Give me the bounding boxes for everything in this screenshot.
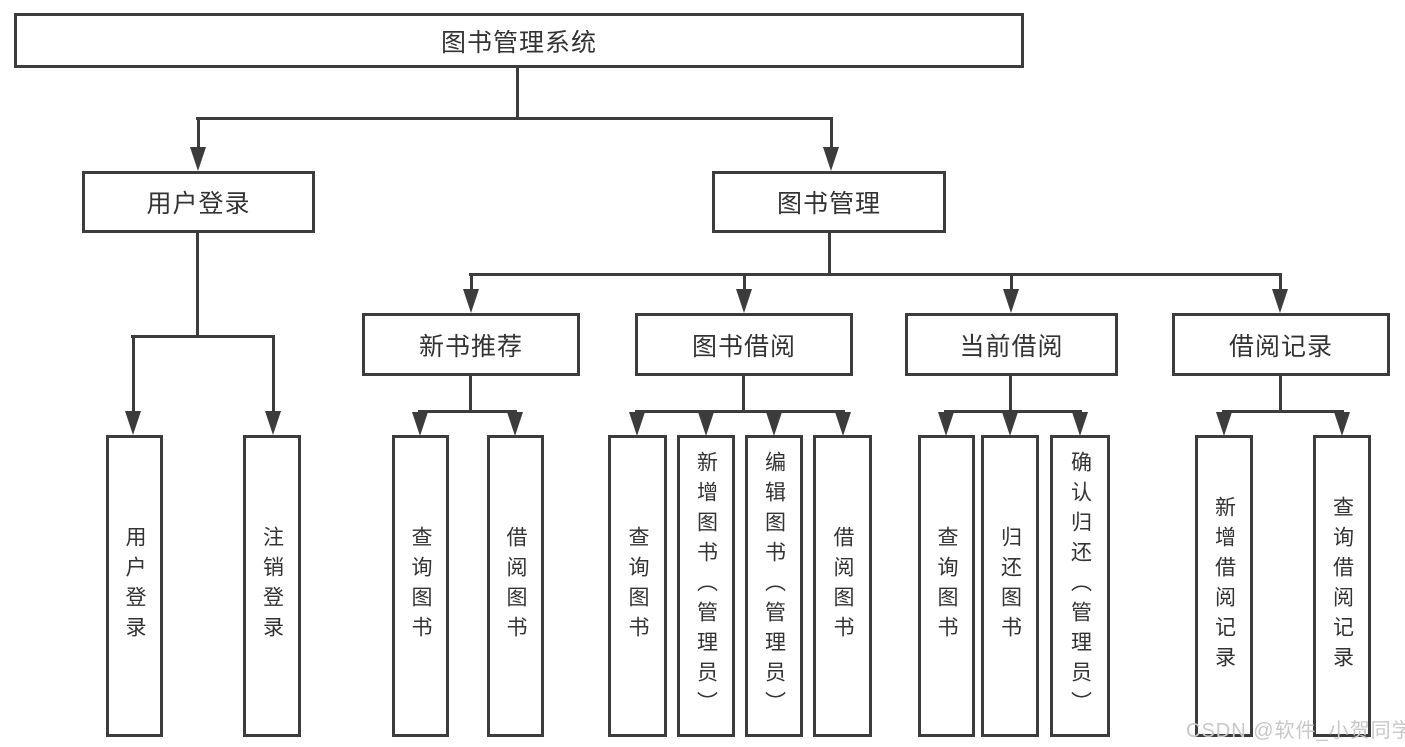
leaf-label: 查询图书	[935, 526, 958, 646]
node-book-management: 图书管理	[712, 171, 946, 233]
arrow-down-icon	[1002, 410, 1018, 436]
leaf-borrow-books-borrowing: 借阅图书	[813, 435, 872, 737]
arrow-down-icon	[835, 410, 851, 436]
leaf-add-books-admin: 新增图书（管理员）	[677, 435, 735, 737]
arrow-down-icon	[736, 273, 752, 313]
arrow-down-icon	[1072, 410, 1088, 436]
node-current-borrowing: 当前借阅	[905, 313, 1118, 376]
arrow-down-icon	[766, 410, 782, 436]
leaf-label: 新增图书（管理员）	[694, 451, 718, 721]
connector-line	[196, 117, 833, 120]
connector-line	[944, 410, 1082, 413]
leaf-label: 查询图书	[409, 526, 432, 646]
connector-line	[1222, 410, 1344, 413]
leaf-label: 借阅图书	[504, 526, 527, 646]
arrow-down-icon	[125, 335, 141, 435]
node-book-borrowing: 图书借阅	[635, 313, 853, 376]
node-new-book-recommendation: 新书推荐	[362, 313, 580, 376]
leaf-label: 查询图书	[626, 526, 649, 646]
arrow-down-icon	[265, 335, 281, 435]
leaf-label: 确认归还（管理员）	[1068, 451, 1092, 721]
node-user-login: 用户登录	[82, 171, 315, 233]
leaf-label: 注销登录	[260, 526, 284, 646]
leaf-label: 编辑图书（管理员）	[762, 451, 786, 721]
leaf-confirm-return-admin: 确认归还（管理员）	[1050, 435, 1110, 737]
leaf-return-books: 归还图书	[981, 435, 1039, 737]
connector-line	[131, 335, 275, 338]
connector-line	[469, 273, 1282, 276]
arrow-down-icon	[698, 410, 714, 436]
connector-line	[418, 410, 517, 413]
connector-line	[742, 376, 745, 412]
arrow-down-icon	[938, 410, 954, 436]
node-borrowing-records: 借阅记录	[1172, 313, 1390, 376]
arrow-down-icon	[507, 410, 523, 436]
arrow-down-icon	[1334, 410, 1350, 436]
watermark: CSDN @软件_小贺同学	[1186, 720, 1405, 742]
leaf-query-books-current: 查询图书	[918, 435, 975, 737]
connector-line	[516, 66, 519, 119]
arrow-down-icon	[463, 273, 479, 313]
leaf-label: 借阅图书	[831, 526, 854, 646]
connector-line	[196, 233, 199, 337]
arrow-down-icon	[190, 117, 206, 171]
leaf-logout: 注销登录	[243, 435, 301, 737]
leaf-add-borrow-record: 新增借阅记录	[1195, 435, 1253, 737]
leaf-edit-books-admin: 编辑图书（管理员）	[745, 435, 803, 737]
connector-line	[828, 233, 831, 275]
arrow-down-icon	[823, 117, 839, 171]
leaf-user-login: 用户登录	[106, 435, 163, 737]
arrow-down-icon	[629, 410, 645, 436]
leaf-borrow-books-recommend: 借阅图书	[487, 435, 544, 737]
leaf-query-borrow-record: 查询借阅记录	[1313, 435, 1371, 737]
leaf-label: 归还图书	[998, 526, 1022, 646]
leaf-query-books-recommend: 查询图书	[392, 435, 449, 737]
arrow-down-icon	[1216, 410, 1232, 436]
leaf-label: 查询借阅记录	[1330, 496, 1354, 676]
connector-line	[469, 376, 472, 412]
connector-line	[635, 410, 844, 413]
connector-line	[1009, 376, 1012, 412]
leaf-query-books-borrowing: 查询图书	[608, 435, 667, 737]
connector-line	[1279, 376, 1282, 412]
leaf-label: 新增借阅记录	[1212, 496, 1236, 676]
arrow-down-icon	[1272, 273, 1288, 313]
leaf-label: 用户登录	[123, 526, 146, 646]
arrow-down-icon	[1003, 273, 1019, 313]
node-library-management-system: 图书管理系统	[14, 13, 1024, 68]
arrow-down-icon	[412, 410, 428, 436]
